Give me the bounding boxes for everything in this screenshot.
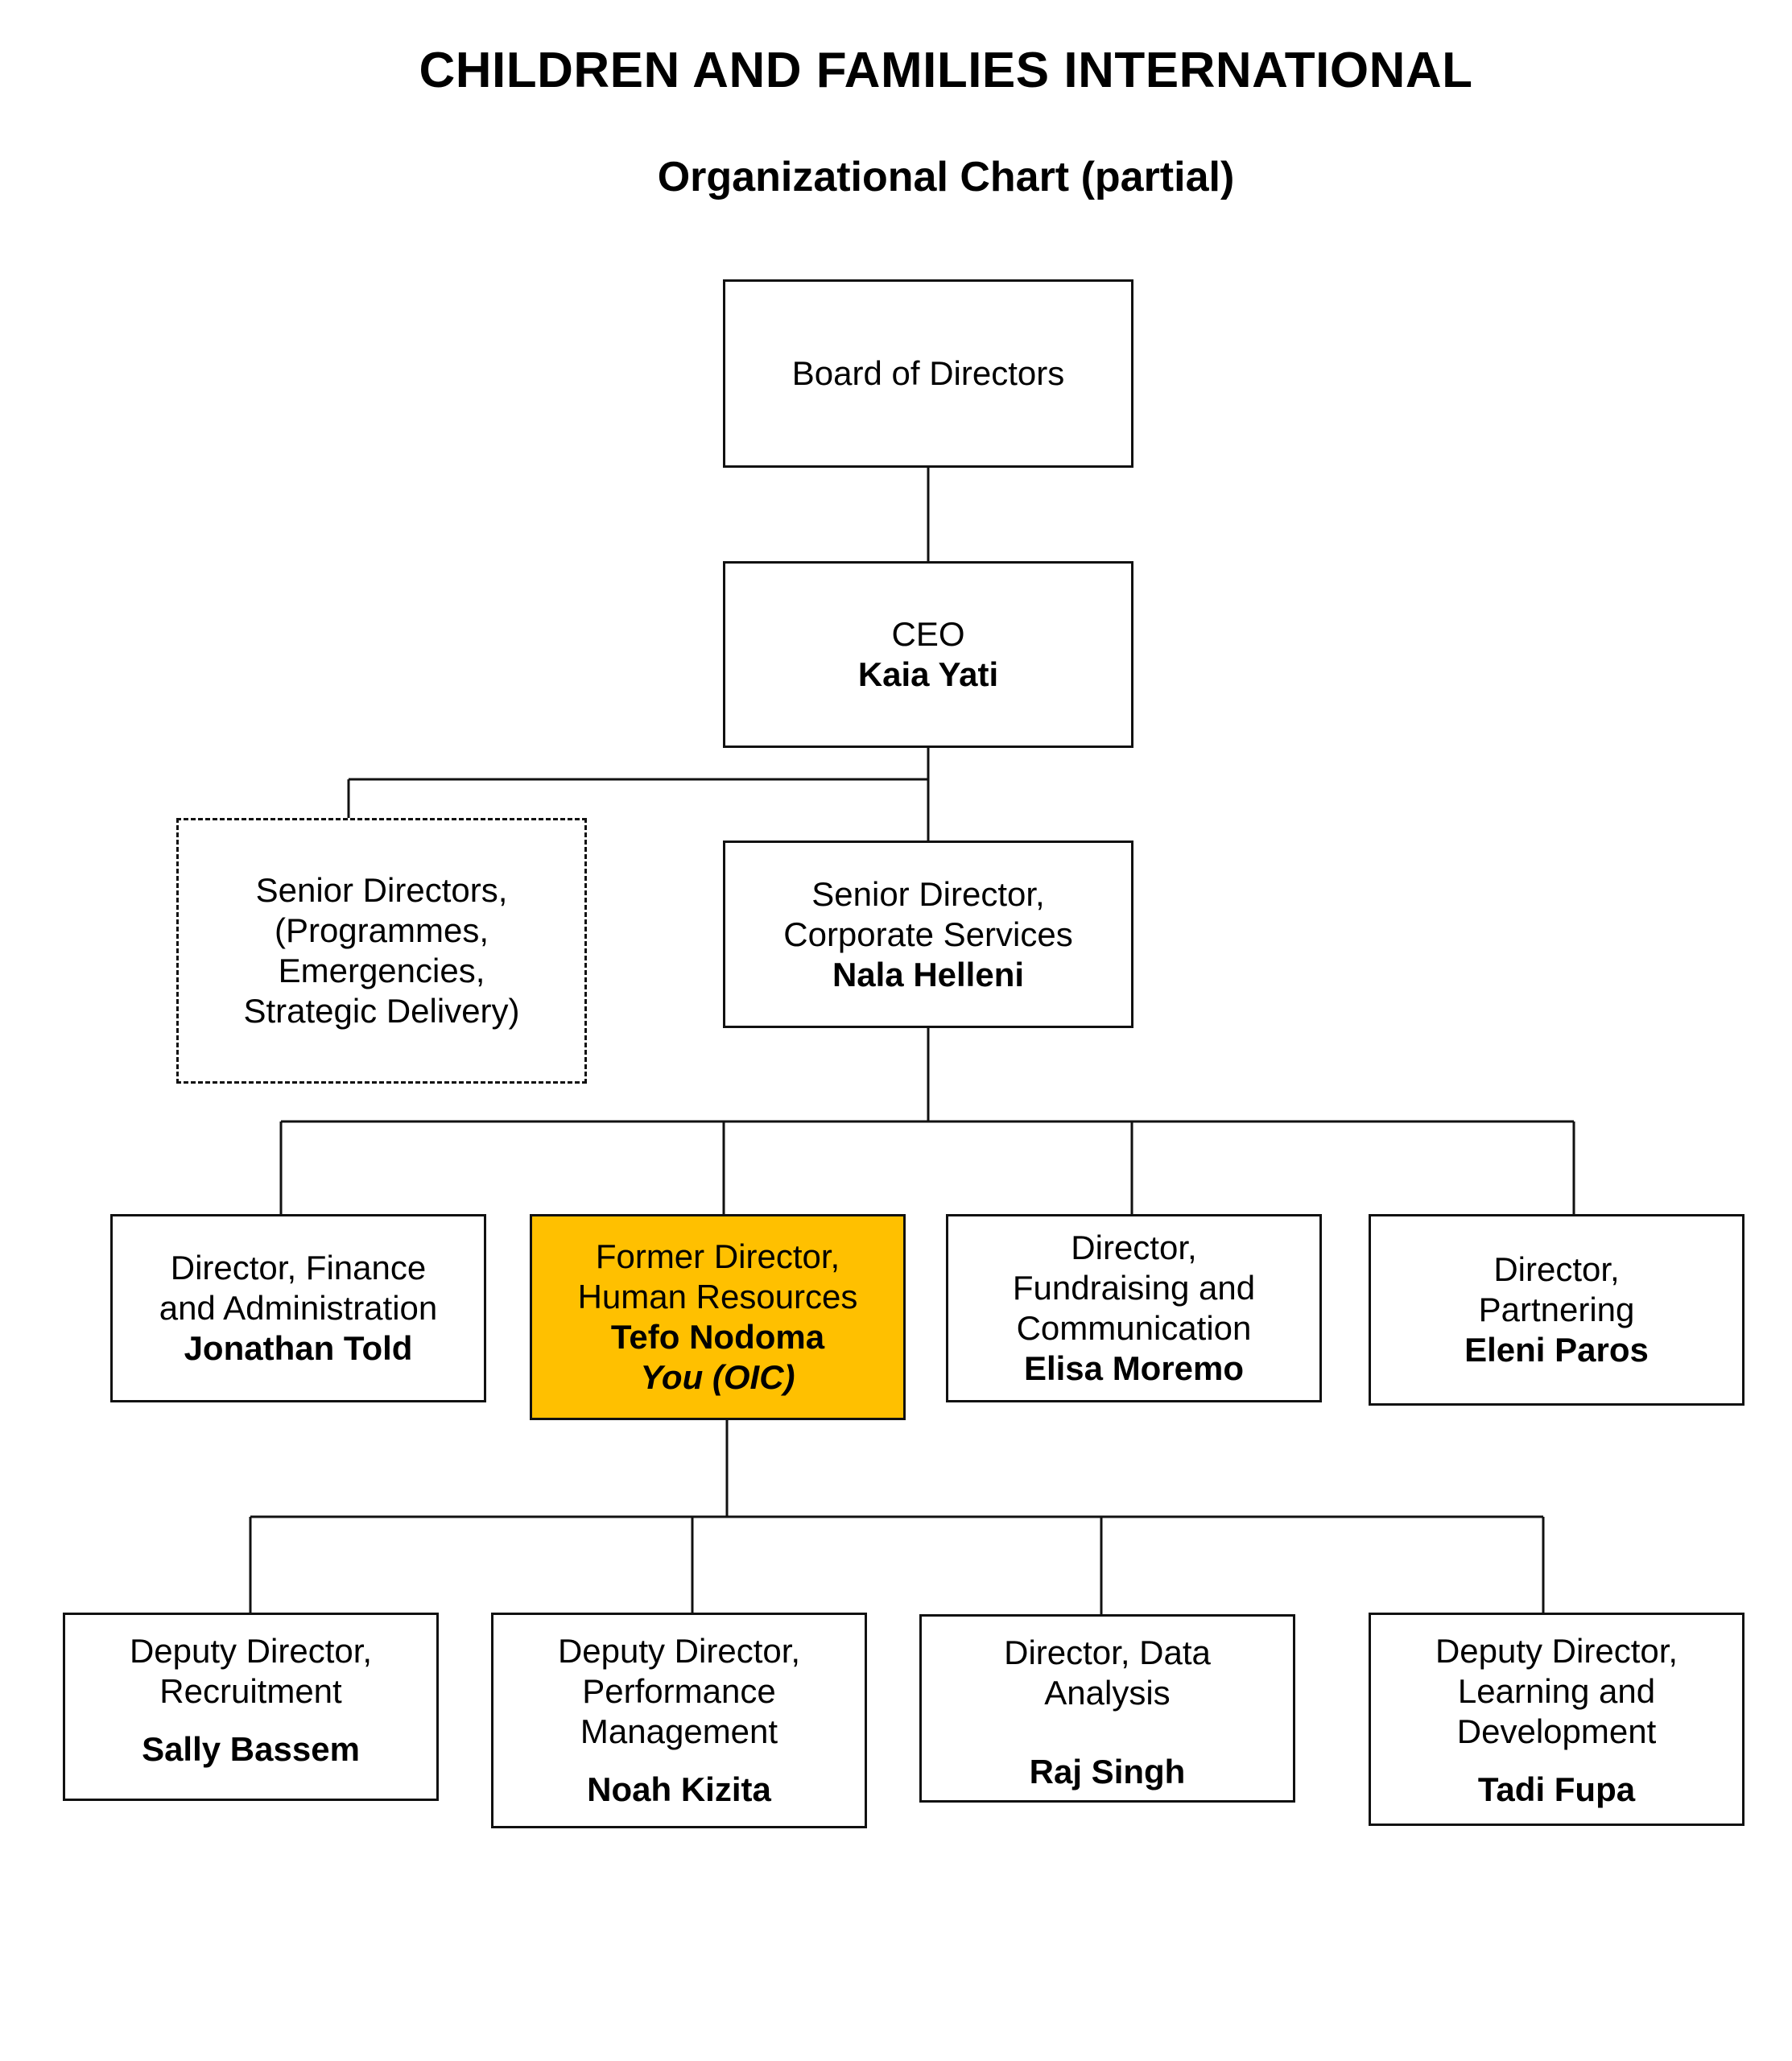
node-fundraising: Director, Fundraising and Communication … bbox=[946, 1214, 1322, 1402]
node-role: Senior Director, Corporate Services bbox=[783, 874, 1073, 953]
node-role: Senior Directors, (Programmes, Emergenci… bbox=[243, 871, 520, 1030]
node-note: You (OIC) bbox=[640, 1358, 795, 1396]
node-name: Eleni Paros bbox=[1464, 1331, 1649, 1369]
node-name: Sally Bassem bbox=[142, 1730, 360, 1768]
node-role: Deputy Director, Learning and Developmen… bbox=[1435, 1632, 1678, 1750]
node-name: Elisa Moremo bbox=[1023, 1349, 1245, 1387]
node-role: Director, Partnering bbox=[1478, 1250, 1635, 1328]
node-performance: Deputy Director, Performance Management … bbox=[491, 1613, 867, 1828]
chart-title: CHILDREN AND FAMILIES INTERNATIONAL bbox=[419, 43, 1473, 98]
node-role: Deputy Director, Recruitment bbox=[129, 1632, 373, 1710]
node-role: Director, Data Analysis bbox=[1004, 1634, 1211, 1712]
node-human-resources: Former Director, Human Resources Tefo No… bbox=[530, 1214, 906, 1420]
node-partnering: Director, Partnering Eleni Paros bbox=[1369, 1214, 1745, 1406]
node-ceo: CEO Kaia Yati bbox=[723, 561, 1133, 748]
node-finance: Director, Finance and Administration Jon… bbox=[110, 1214, 486, 1402]
node-role: Board of Directors bbox=[791, 354, 1065, 392]
node-data-analysis: Director, Data Analysis Raj Singh bbox=[919, 1614, 1295, 1803]
node-senior-directors: Senior Directors, (Programmes, Emergenci… bbox=[176, 818, 587, 1084]
node-learning: Deputy Director, Learning and Developmen… bbox=[1369, 1613, 1745, 1826]
node-name: Kaia Yati bbox=[857, 655, 999, 693]
node-name: Noah Kizita bbox=[587, 1770, 771, 1808]
node-role: Director, Fundraising and Communication bbox=[1012, 1229, 1256, 1347]
node-role: Director, Finance and Administration bbox=[159, 1249, 438, 1327]
node-recruitment: Deputy Director, Recruitment Sally Basse… bbox=[63, 1613, 439, 1801]
node-role: Former Director, Human Resources bbox=[577, 1237, 858, 1315]
chart-subtitle: Organizational Chart (partial) bbox=[657, 154, 1235, 200]
node-board: Board of Directors bbox=[723, 279, 1133, 468]
node-role: Deputy Director, Performance Management bbox=[557, 1632, 801, 1750]
node-name: Jonathan Told bbox=[184, 1329, 413, 1367]
node-name: Nala Helleni bbox=[832, 955, 1025, 993]
node-name: Raj Singh bbox=[1029, 1753, 1186, 1790]
node-name: Tadi Fupa bbox=[1477, 1770, 1636, 1808]
node-corporate-services: Senior Director, Corporate Services Nala… bbox=[723, 841, 1133, 1028]
node-name: Tefo Nodoma bbox=[610, 1318, 825, 1356]
node-role: CEO bbox=[891, 615, 965, 653]
